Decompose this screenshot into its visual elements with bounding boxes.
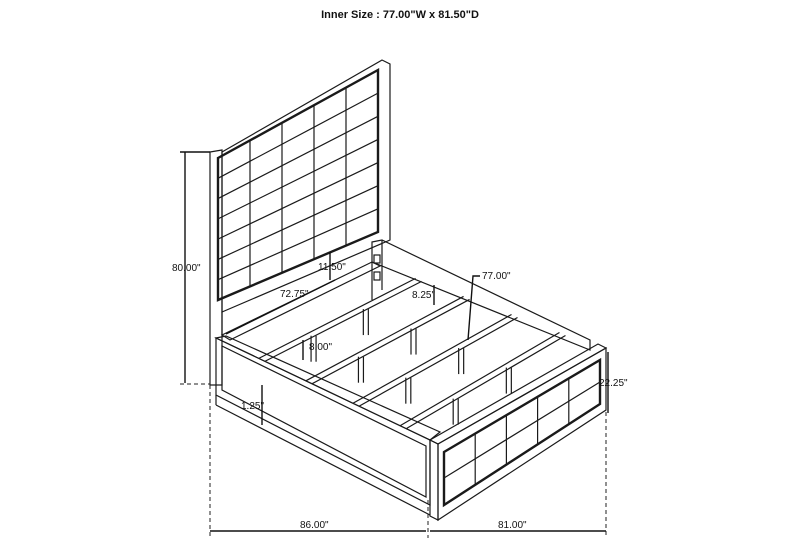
tuft-row-line [217, 92, 379, 179]
headboard-gap-label: 11.50" [318, 262, 346, 273]
slats [258, 277, 566, 430]
slat-line [399, 332, 560, 427]
tuft-row-line [217, 208, 379, 281]
slat-line [311, 298, 470, 385]
inner-size-title: Inner Size : 77.00"W x 81.50"D [321, 9, 479, 21]
slat-line [305, 295, 464, 382]
slat-line [405, 335, 566, 430]
footboard-height-label: 22.25" [599, 378, 628, 389]
near-side-rail [214, 335, 442, 516]
far-side-rail [371, 239, 591, 351]
tuft-row-line [217, 185, 379, 260]
length-label: 86.00" [300, 520, 329, 531]
rail-length-label: 72.75" [280, 289, 309, 300]
slat-line [264, 280, 422, 362]
width-label: 81.00" [498, 520, 527, 531]
tuft-row-line [217, 162, 379, 240]
inner-width-label: 77.00" [482, 271, 511, 282]
side-rail-height-label: 8.25" [412, 290, 435, 301]
clearance-label: 1.25" [241, 401, 264, 412]
slat-line [258, 277, 416, 359]
head-rail [220, 261, 382, 341]
dimension-lines [180, 151, 609, 538]
slat-line [352, 313, 512, 404]
leg-height-label: 8.00" [309, 342, 332, 353]
height-label: 80.00" [172, 263, 201, 274]
headboard [209, 59, 391, 386]
tuft-row-line [217, 138, 379, 220]
tuft-row-line [217, 115, 379, 200]
slat-line [358, 316, 518, 407]
footboard [428, 343, 608, 522]
foot-tuft-row-line [443, 381, 601, 479]
